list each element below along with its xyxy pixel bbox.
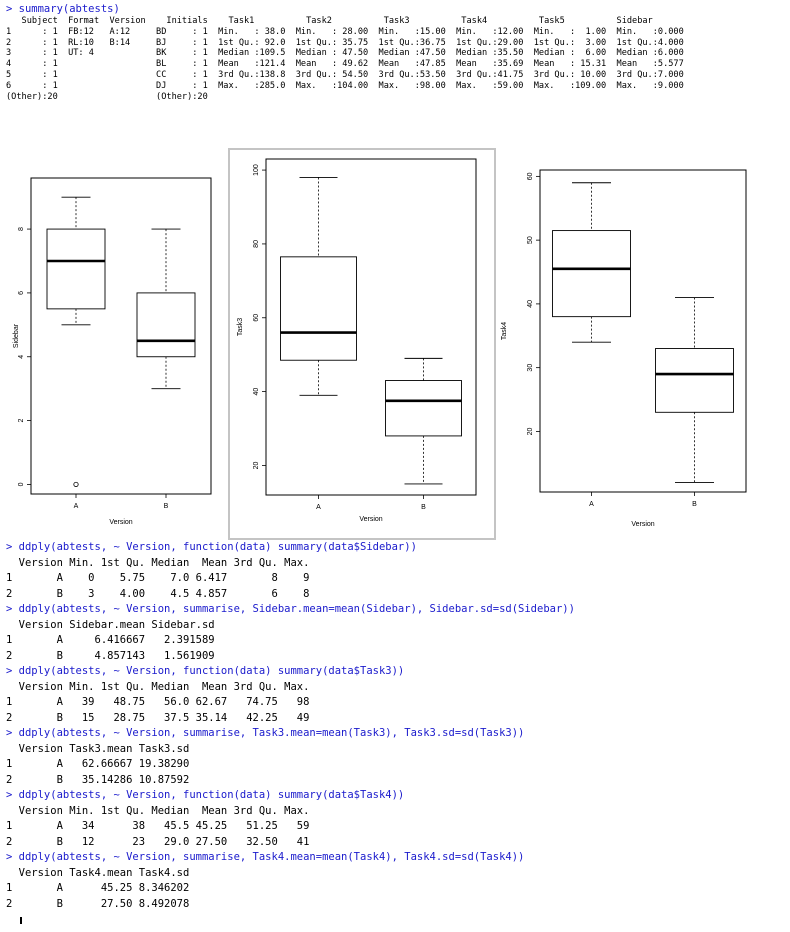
y-tick-label: 100 xyxy=(253,164,260,176)
console-output-line: 1 A 39 48.75 56.0 62.67 74.75 98 xyxy=(6,696,310,708)
x-tick-label: A xyxy=(74,503,79,510)
x-axis-label: Version xyxy=(631,521,654,528)
console-command: > ddply(abtests, ~ Version, function(dat… xyxy=(6,541,417,553)
summary-table-line: 2 : 1 RL:10 B:14 BJ : 1 1st Qu.: 92.0 1s… xyxy=(6,37,684,48)
console-output-line: Version Task4.mean Task4.sd xyxy=(6,866,190,879)
iqr-box xyxy=(552,230,631,318)
iqr-box xyxy=(46,228,106,310)
y-tick-label: 60 xyxy=(253,314,260,322)
summary-table-line: 6 : 1 DJ : 1 Max. :285.0 Max. :104.00 Ma… xyxy=(6,80,684,91)
iqr-box xyxy=(385,380,462,437)
console-output-line: 1 A 0 5.75 7.0 6.417 8 9 xyxy=(6,572,310,584)
x-tick-label: A xyxy=(316,504,321,511)
console-output-line: 2 B 15 28.75 37.5 35.14 42.25 49 xyxy=(6,711,310,724)
console-output-line: 2 B 12 23 29.0 27.50 32.50 41 xyxy=(6,835,310,848)
console-output-line: 1 A 45.25 8.346202 xyxy=(6,882,190,894)
console-output-line: 2 B 3 4.00 4.5 4.857 6 8 xyxy=(6,587,310,600)
y-tick-label: 8 xyxy=(18,227,25,231)
y-tick-label: 40 xyxy=(253,388,260,396)
iqr-box xyxy=(136,292,196,358)
outlier-point xyxy=(73,481,79,488)
console-output-line: 1 A 34 38 45.5 45.25 51.25 59 xyxy=(6,820,310,832)
y-tick-label: 40 xyxy=(527,300,534,308)
plot-frame xyxy=(539,169,747,493)
console-command: > ddply(abtests, ~ Version, summarise, S… xyxy=(6,603,575,615)
summary-table-line: 3 : 1 UT: 4 BK : 1 Median :109.5 Median … xyxy=(6,48,684,59)
y-tick-label: 2 xyxy=(18,419,25,423)
y-tick-label: 50 xyxy=(527,236,534,244)
y-tick-label: 0 xyxy=(18,482,25,486)
summary-table-line: 4 : 1 BL : 1 Mean :121.4 Mean : 49.62 Me… xyxy=(6,59,684,70)
console-output-line: 1 A 6.416667 2.391589 xyxy=(6,634,215,646)
selected-plot-frame xyxy=(228,148,496,540)
y-axis-label: Task4 xyxy=(501,322,508,340)
x-axis-label: Version xyxy=(359,516,382,523)
console-output-line: Version Min. 1st Qu. Median Mean 3rd Qu.… xyxy=(6,556,310,569)
summary-table-line: Subject Format Version Initials Task1 Ta… xyxy=(6,16,653,26)
iqr-box xyxy=(280,256,357,361)
summary-command: > summary(abtests) xyxy=(6,3,120,15)
console-command: > ddply(abtests, ~ Version, function(dat… xyxy=(6,665,405,677)
x-tick-label: B xyxy=(692,501,697,508)
y-tick-label: 20 xyxy=(253,461,260,469)
y-tick-label: 80 xyxy=(253,240,260,248)
console-command: > ddply(abtests, ~ Version, summarise, T… xyxy=(6,851,525,863)
y-tick-label: 30 xyxy=(527,364,534,372)
summary-table-line: 1 : 1 FB:12 A:12 BD : 1 Min. : 38.0 Min.… xyxy=(6,26,684,37)
x-tick-label: B xyxy=(421,504,426,511)
y-axis-label: Sidebar xyxy=(13,323,20,348)
x-tick-label: A xyxy=(589,501,594,508)
x-axis-label: Version xyxy=(109,519,132,526)
summary-table-line: 5 : 1 CC : 1 3rd Qu.:138.8 3rd Qu.: 54.5… xyxy=(6,70,684,80)
y-tick-label: 6 xyxy=(18,291,25,295)
y-axis-label: Task3 xyxy=(237,318,244,336)
plot-frame xyxy=(265,158,477,496)
summary-table-line: (Other):20 (Other):20 xyxy=(6,91,208,102)
console-command: > ddply(abtests, ~ Version, summarise, T… xyxy=(6,727,525,739)
console-output-line: 2 B 27.50 8.492078 xyxy=(6,897,190,910)
iqr-box xyxy=(655,348,734,413)
console-command: > ddply(abtests, ~ Version, function(dat… xyxy=(6,789,405,801)
y-tick-label: 60 xyxy=(527,172,534,180)
console-cursor[interactable] xyxy=(20,917,22,924)
plot-frame xyxy=(30,177,212,495)
console-output-line: Version Min. 1st Qu. Median Mean 3rd Qu.… xyxy=(6,680,310,693)
console-output-line: Version Min. 1st Qu. Median Mean 3rd Qu.… xyxy=(6,804,310,817)
y-tick-label: 20 xyxy=(527,427,534,435)
console-output-line: 2 B 4.857143 1.561909 xyxy=(6,649,215,662)
console-output-line: Version Sidebar.mean Sidebar.sd xyxy=(6,618,215,631)
y-tick-label: 4 xyxy=(18,355,25,359)
console-output-line: 2 B 35.14286 10.87592 xyxy=(6,773,190,786)
x-tick-label: B xyxy=(164,503,169,510)
console-output-line: Version Task3.mean Task3.sd xyxy=(6,742,190,755)
console-output-line: 1 A 62.66667 19.38290 xyxy=(6,758,190,770)
